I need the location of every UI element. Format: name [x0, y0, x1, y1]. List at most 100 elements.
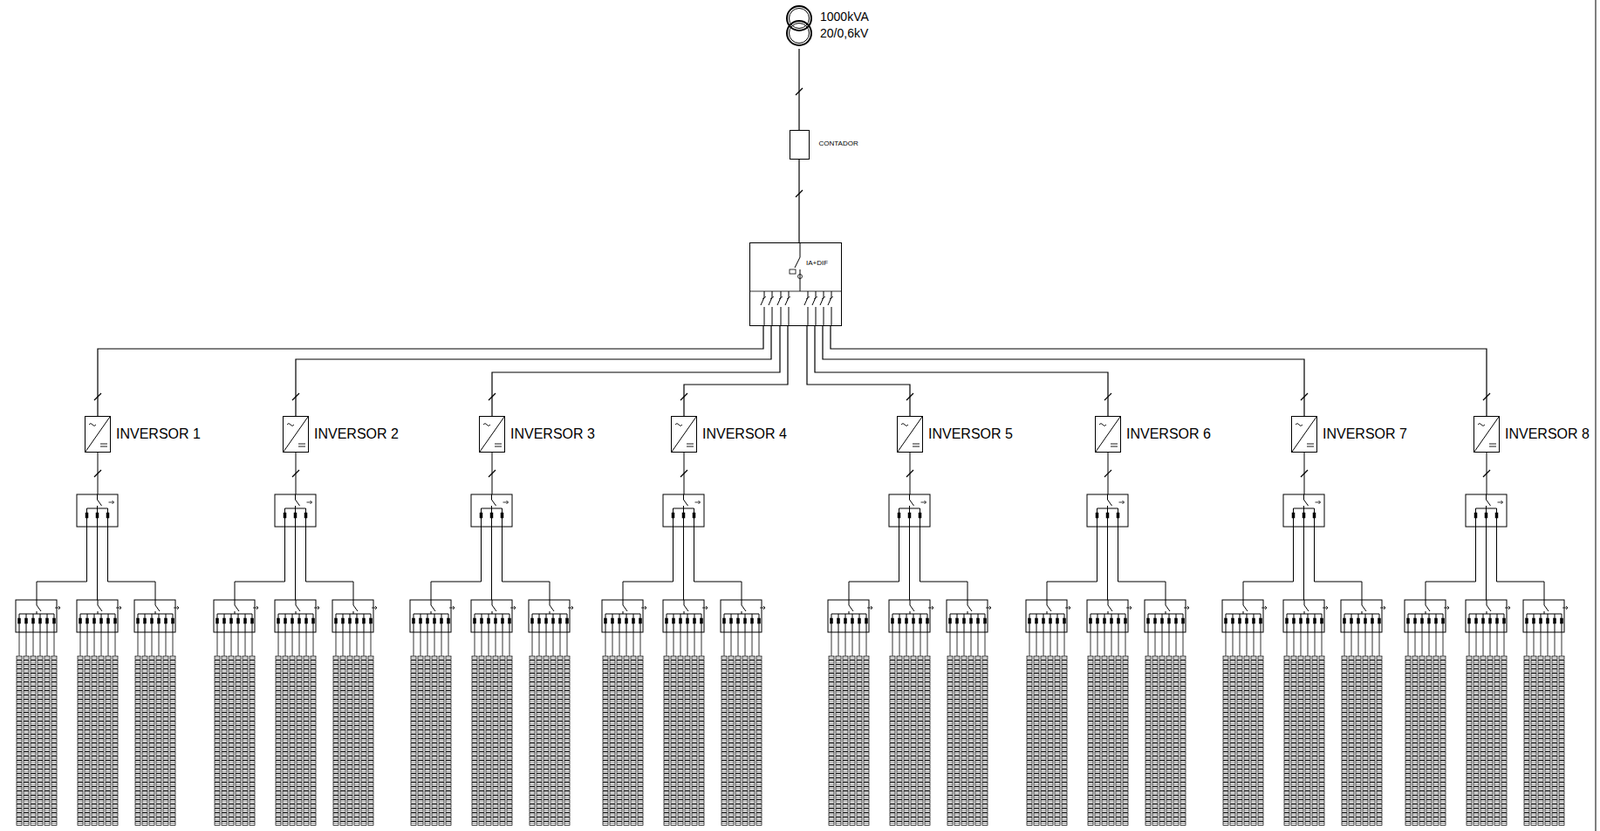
string-cable [680, 632, 682, 657]
fuse-symbol [1035, 618, 1039, 624]
string-cable [666, 632, 668, 657]
fuse-symbol [39, 618, 42, 624]
fuse-lead [1176, 614, 1177, 633]
arrow-mark [109, 500, 115, 505]
fuse-symbol [1285, 618, 1289, 624]
switch-symbol [1107, 605, 1113, 612]
string-cable [701, 632, 703, 657]
string-cable [1090, 632, 1092, 657]
busbar [1225, 614, 1261, 616]
pv-array [1222, 393, 1386, 827]
dc-cable [36, 526, 88, 601]
dc-cable [622, 526, 674, 601]
fuse-symbol [984, 618, 987, 624]
string-cable [1300, 632, 1302, 657]
fuse-lead [26, 614, 28, 633]
pv-modules [528, 656, 571, 827]
fuse-lead [1372, 614, 1374, 633]
switch-symbol [353, 605, 358, 612]
transformer: 1000kVA 20/0,6kV [785, 3, 814, 49]
string-cable [831, 632, 833, 657]
fuse-lead [1239, 614, 1241, 633]
arrow-mark [314, 606, 320, 610]
fuse-lead [957, 614, 958, 633]
inverter-box: INVERSOR 2 [282, 416, 309, 453]
power-cable [798, 48, 800, 130]
fuse-symbol [723, 618, 726, 624]
fuse-symbol [1063, 618, 1067, 624]
fuse-lead [984, 614, 986, 633]
fuse-lead [1469, 614, 1471, 633]
fuse-symbol [1489, 618, 1492, 624]
fuse-symbol [1095, 512, 1099, 519]
switch-lead [622, 600, 624, 606]
fuse-lead [292, 614, 294, 633]
string-cable [694, 632, 696, 657]
fuse-lead [1476, 614, 1477, 633]
fuse-lead [501, 508, 503, 527]
fuse-symbol [1357, 618, 1361, 624]
switch-symbol [1165, 605, 1170, 612]
fuse-symbol [1096, 618, 1100, 624]
string-cable [1225, 632, 1227, 657]
fuse-symbol [25, 618, 28, 624]
switch-symbol [97, 605, 103, 612]
fuse-lead [1253, 614, 1255, 633]
fuse-symbol [1103, 618, 1107, 624]
fuse-lead [1104, 614, 1106, 633]
fuse-lead [413, 614, 415, 633]
fuse-lead [1475, 508, 1477, 527]
dc-cable [234, 526, 286, 601]
fuse-symbol [737, 618, 740, 624]
switch-symbol [1304, 499, 1309, 506]
string-cable [687, 632, 689, 657]
dc-cable [1107, 526, 1108, 601]
fuse-symbol [1371, 618, 1375, 624]
string-box [528, 600, 570, 633]
switch-lead [96, 494, 98, 500]
fuse-symbol [500, 512, 504, 519]
string-cable [964, 632, 965, 657]
fuse-lead [502, 614, 504, 633]
node-shape [479, 417, 505, 452]
inverter-box: INVERSOR 4 [670, 416, 698, 453]
fuse-symbol [294, 512, 297, 519]
fuse-lead [693, 508, 695, 527]
string-cable [245, 632, 247, 657]
busbar [1148, 614, 1183, 616]
fuse-lead [1050, 614, 1052, 633]
cable-tick [1104, 470, 1112, 478]
ac-symbol [287, 423, 295, 427]
fuse-symbol [1546, 618, 1550, 624]
fuse-symbol [1428, 618, 1431, 624]
arrow-mark [1065, 606, 1071, 610]
fuse-lead [488, 614, 490, 633]
string-cable [539, 632, 541, 657]
string-cable [1182, 632, 1184, 657]
pv-modules [720, 656, 763, 827]
fuse-symbol [1482, 618, 1485, 624]
label-holder: INVERSOR 1 [116, 426, 201, 443]
string-cable [1125, 632, 1127, 657]
inverter-box: INVERSOR 8 [1473, 416, 1500, 453]
switch-symbol [430, 605, 436, 612]
label-holder: CONTADOR [819, 139, 859, 148]
dc-cable [683, 526, 684, 601]
arrow-mark [1315, 500, 1321, 505]
fuse-lead [1547, 614, 1549, 633]
fuse-lead [701, 614, 703, 633]
fuse-symbol [1468, 618, 1471, 624]
dc-cable [920, 526, 969, 601]
fuse-symbol [1553, 618, 1557, 624]
switch-lead [1304, 600, 1306, 606]
dc-symbol [1489, 444, 1497, 447]
fuse-symbol [1259, 618, 1263, 624]
pv-array [1404, 393, 1568, 827]
inverter-diagonal [671, 417, 697, 452]
power-cable [683, 326, 788, 417]
fuse-lead [1125, 614, 1127, 633]
switch-lead [492, 600, 493, 606]
fuse-lead [909, 508, 910, 527]
switch-symbol [741, 605, 746, 612]
switch-lead [683, 600, 685, 606]
